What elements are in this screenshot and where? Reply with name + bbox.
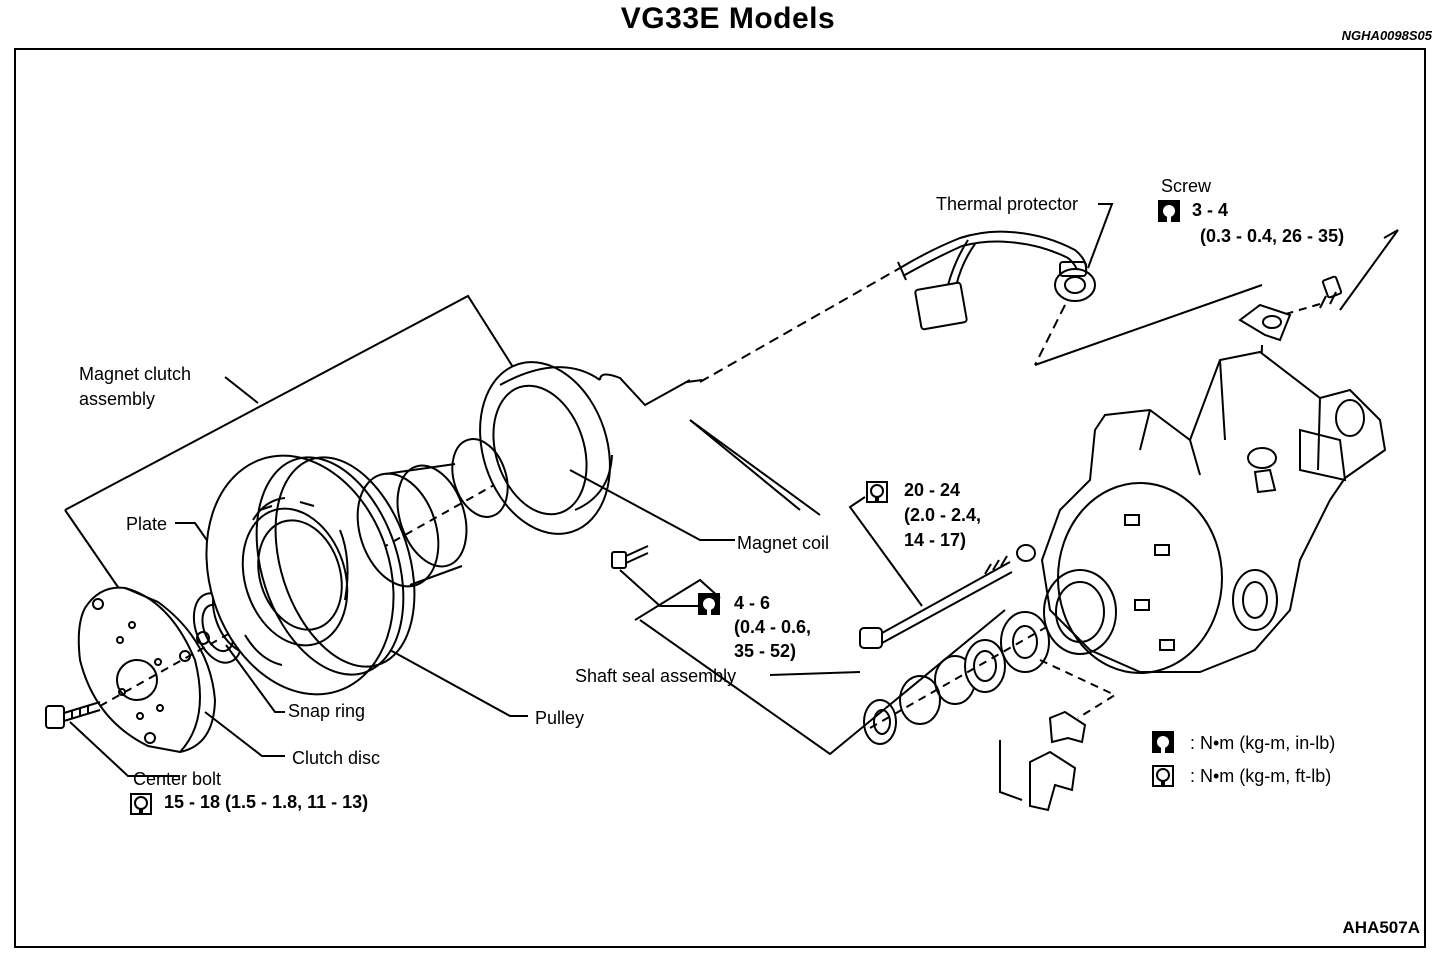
magnet-coil-leader	[569, 469, 735, 541]
screw-torque: 3 - 4	[1192, 200, 1229, 220]
center-bolt-leader	[69, 721, 180, 777]
magnet-clutch-label: Magnet clutch	[79, 364, 192, 384]
torque-wrench-filled-icon	[1158, 200, 1180, 222]
compressor-body-part	[1040, 350, 1387, 674]
legend-in-lb: : N•m (kg-m, in-lb)	[1190, 733, 1336, 753]
coil-snap-ring	[451, 438, 509, 518]
center-bolt-part	[45, 701, 101, 729]
magnet-clutch-label-2: assembly	[79, 389, 156, 409]
thermal-protector-part	[1054, 261, 1096, 302]
pulley-label: Pulley	[535, 708, 585, 728]
magnet-coil-label: Magnet coil	[737, 533, 830, 553]
thermal-protector-label: Thermal protector	[936, 194, 1079, 214]
through-bolt-torque-2: (2.0 - 2.4,	[904, 505, 982, 525]
center-bolt-torque: 15 - 18 (1.5 - 1.8, 11 - 13)	[164, 792, 369, 812]
seal-clip-part	[1029, 710, 1087, 812]
shaft-seal-leader	[769, 671, 861, 676]
doc-code: NGHA0098S05	[1341, 28, 1432, 43]
torque-wrench-outline-icon	[1152, 765, 1174, 787]
coil-screw-torque-3: 35 - 52)	[734, 641, 797, 661]
torque-wrench-filled-icon	[698, 593, 720, 615]
diagram-frame	[14, 48, 1426, 948]
shaft-seal-part	[863, 611, 1050, 745]
coil-screw-leader	[619, 569, 698, 607]
magnet-coil-part	[479, 361, 691, 535]
clutch-disc-label: Clutch disc	[292, 748, 381, 768]
bracket-part	[1238, 303, 1292, 342]
torque-wrench-filled-icon	[1152, 731, 1174, 753]
bearing-hub-part	[356, 463, 468, 588]
clutch-assembly-leader	[224, 376, 259, 404]
thermal-protector-leader	[1087, 203, 1114, 269]
screw-part	[1319, 275, 1343, 309]
through-bolt-part	[859, 544, 1036, 649]
through-bolt-torque: 20 - 24	[904, 480, 961, 500]
through-bolt-torque-3: 14 - 17)	[904, 530, 967, 550]
page-title: VG33E Models	[620, 2, 836, 35]
coil-screw-part	[611, 545, 649, 569]
clutch-disc-part	[77, 586, 217, 754]
clutch-assembly-bracket	[64, 294, 519, 511]
plate-label: Plate	[126, 514, 168, 534]
screw-torque-metric: (0.3 - 0.4, 26 - 35)	[1200, 226, 1345, 246]
through-bolt-leader	[848, 496, 923, 607]
coil-screw-torque-2: (0.4 - 0.6,	[734, 617, 812, 637]
torque-wrench-outline-icon	[866, 481, 888, 503]
pulley-leader	[389, 649, 528, 717]
snap-ring-label: Snap ring	[288, 701, 366, 721]
legend-ft-lb: : N•m (kg-m, ft-lb)	[1190, 766, 1332, 786]
pulley-part	[205, 454, 416, 696]
snap-ring-leader	[225, 644, 285, 713]
figure-id: AHA507A	[1342, 918, 1420, 937]
shaft-seal-bracket	[639, 609, 1006, 756]
shaft-seal-label: Shaft seal assembly	[575, 666, 737, 686]
thermal-protector-bracket	[1034, 284, 1263, 366]
torque-wrench-outline-icon	[130, 793, 152, 815]
screw-label: Screw	[1161, 176, 1212, 196]
thermal-protector-wire	[897, 230, 1088, 331]
clutch-disc-leader	[204, 711, 285, 757]
screw-leader	[1339, 229, 1399, 311]
center-bolt-label: Center bolt	[133, 769, 222, 789]
coil-screw-torque: 4 - 6	[734, 593, 771, 613]
